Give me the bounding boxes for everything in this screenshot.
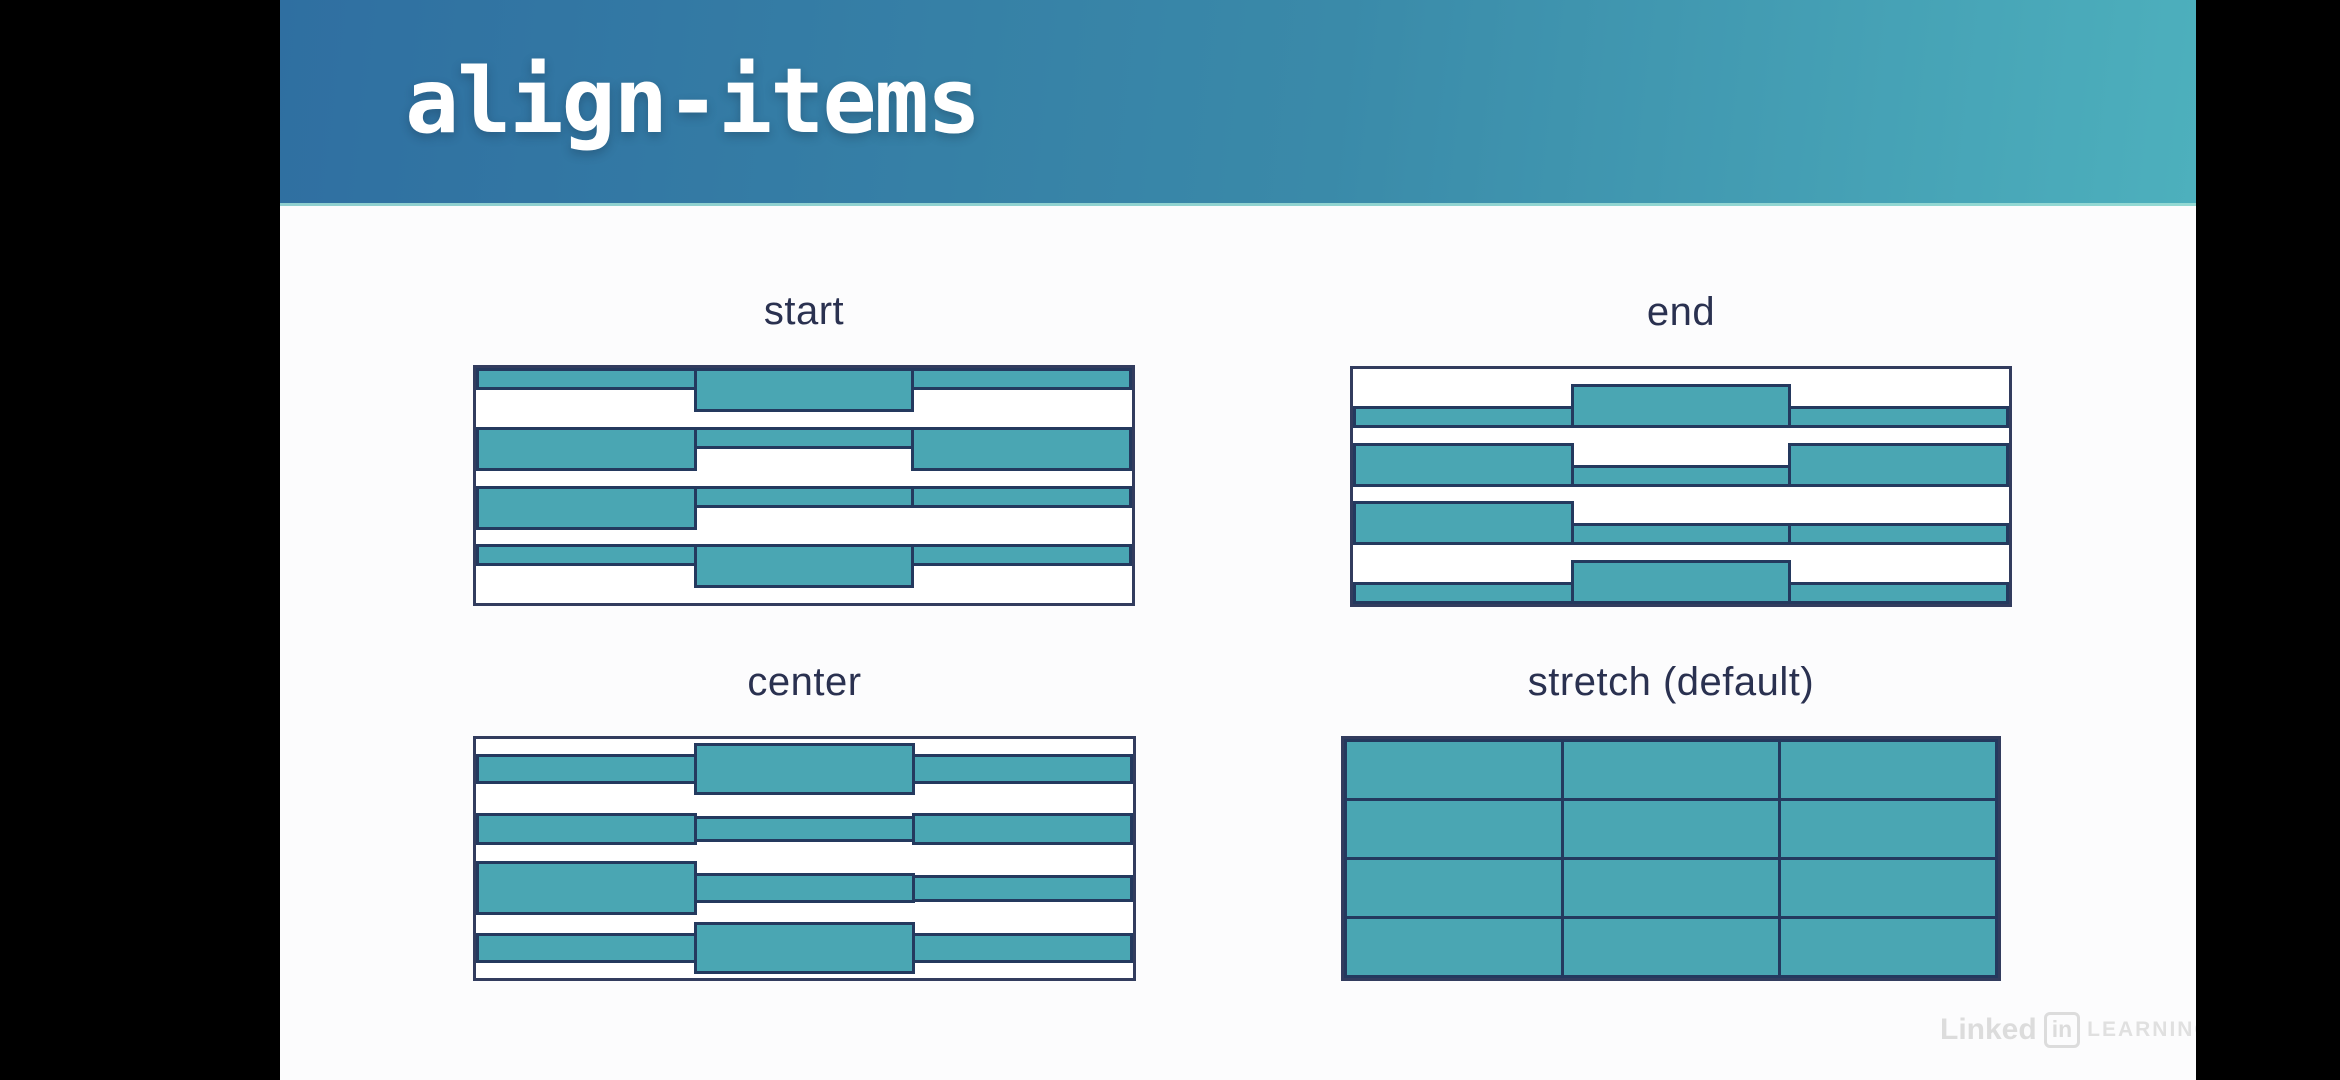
- flex-container-end: [1350, 366, 2012, 607]
- flex-item: [1561, 798, 1781, 860]
- slide-header: align-items: [280, 0, 2196, 206]
- flex-item: [1778, 739, 1998, 801]
- diagram-label-stretch: stretch (default): [1527, 660, 1815, 704]
- flex-item: [694, 742, 915, 795]
- flex-row-track: [1344, 798, 1998, 860]
- flex-row-track: [476, 426, 1133, 486]
- slide: align-items start end center stretch (de…: [280, 0, 2211, 1080]
- flex-item: [1570, 383, 1792, 428]
- flex-container-center: [473, 736, 1136, 981]
- flex-row-track: [476, 368, 1133, 427]
- flex-item: [476, 812, 697, 845]
- flex-row-track: [1353, 369, 2010, 428]
- flex-row-track: [1353, 428, 2010, 487]
- linkedin-learning-watermark: Linked in LEARNING: [1940, 1012, 2213, 1048]
- flex-item: [1788, 582, 2010, 604]
- flex-item: [911, 426, 1133, 471]
- flex-item: [476, 861, 697, 916]
- diagram-label-end: end: [1646, 290, 1716, 334]
- flex-item: [476, 368, 697, 390]
- flex-row-track: [1353, 487, 2010, 546]
- page-title: align-items: [405, 49, 981, 154]
- flex-item: [694, 922, 915, 975]
- flex-row-track: [1344, 916, 1998, 978]
- flex-item: [1344, 739, 1564, 801]
- flex-item: [1344, 916, 1564, 978]
- flex-row-track: [476, 485, 1133, 545]
- flex-item: [694, 815, 915, 842]
- flex-item: [912, 812, 1133, 845]
- flex-item: [1778, 857, 1998, 919]
- flex-row-track: [1344, 739, 1998, 801]
- flex-item: [693, 368, 915, 412]
- flex-item: [1788, 442, 2010, 487]
- flex-item: [1353, 442, 1574, 487]
- flex-container-start: [473, 365, 1135, 606]
- flex-item: [476, 426, 697, 471]
- flex-item: [694, 873, 915, 904]
- learning-label: LEARNING: [2087, 1018, 2213, 1041]
- flex-item: [1561, 739, 1781, 801]
- flex-item: [911, 485, 1133, 508]
- flex-row-track: [476, 544, 1133, 603]
- diagram-align-center: center: [473, 660, 1136, 981]
- linkedin-in-badge: in: [2043, 1012, 2081, 1048]
- flex-item: [476, 544, 697, 567]
- flex-item: [912, 933, 1133, 964]
- flex-item: [1570, 464, 1792, 487]
- linkedin-wordmark: Linked: [1940, 1013, 2037, 1046]
- flex-item: [1788, 523, 2010, 546]
- flex-item: [1561, 857, 1781, 919]
- flex-item: [1353, 405, 1574, 428]
- flex-item: [911, 544, 1133, 567]
- flex-item: [1561, 916, 1781, 978]
- letterbox-right: [2196, 0, 2340, 1080]
- flex-row-track: [1353, 545, 2010, 604]
- flex-item: [1353, 501, 1574, 546]
- flex-item: [693, 485, 915, 508]
- flex-container-stretch: [1341, 736, 2001, 981]
- flex-item: [1778, 916, 1998, 978]
- flex-row-track: [476, 799, 1133, 859]
- flex-item: [911, 368, 1133, 390]
- diagram-align-stretch: stretch (default): [1341, 660, 2001, 981]
- flex-item: [476, 933, 697, 964]
- flex-item: [693, 544, 915, 589]
- flex-item: [1344, 857, 1564, 919]
- flex-item: [476, 753, 697, 784]
- diagram-align-start: start: [473, 289, 1135, 606]
- flex-item: [912, 753, 1133, 784]
- flex-row-track: [476, 739, 1133, 799]
- flex-item: [1778, 798, 1998, 860]
- flex-item: [693, 426, 915, 449]
- flex-row-track: [476, 859, 1133, 919]
- letterbox-left: [0, 0, 280, 1080]
- diagram-label-start: start: [763, 289, 845, 333]
- flex-item: [1344, 798, 1564, 860]
- flex-item: [1570, 523, 1792, 546]
- flex-item: [912, 874, 1133, 902]
- flex-item: [1353, 582, 1574, 604]
- flex-row-track: [1344, 857, 1998, 919]
- diagram-align-end: end: [1350, 290, 2012, 607]
- diagram-label-center: center: [747, 660, 862, 704]
- flex-row-track: [476, 918, 1133, 978]
- flex-item: [1570, 560, 1792, 604]
- flex-item: [1788, 405, 2010, 428]
- flex-item: [476, 485, 697, 530]
